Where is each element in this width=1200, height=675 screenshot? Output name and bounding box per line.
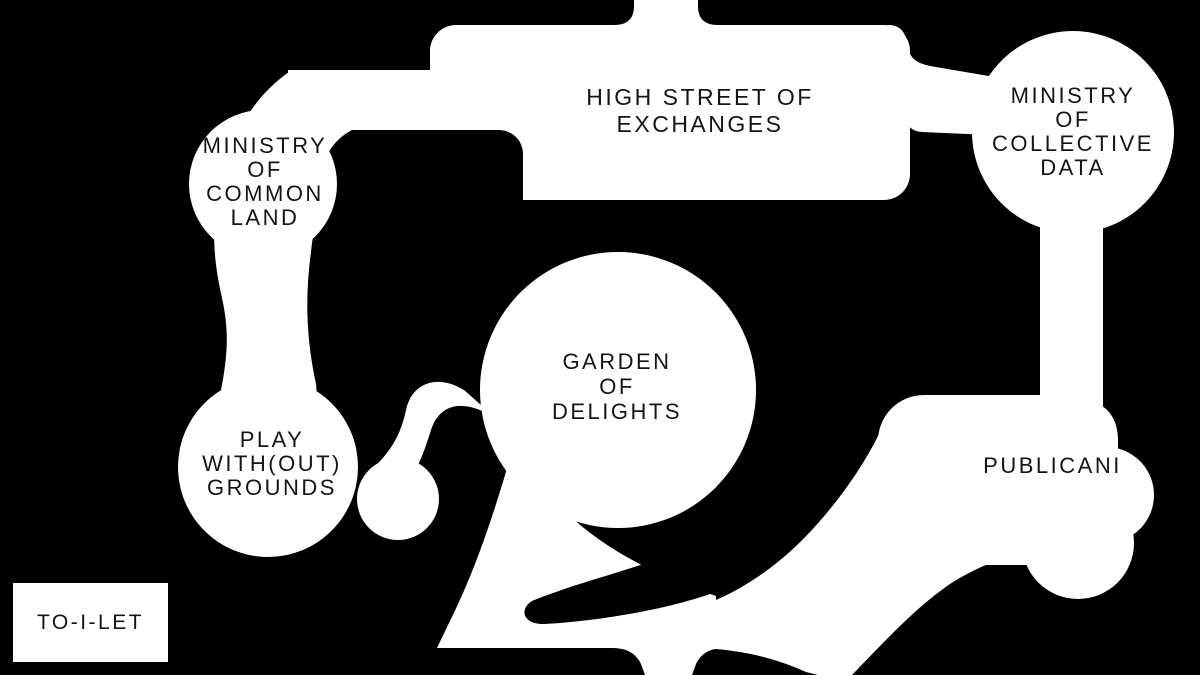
label-line: OF	[599, 374, 635, 399]
label-line: TO-I-LET	[36, 610, 145, 634]
high-street-top-stub-shape	[614, 0, 718, 25]
play-without-grounds-shape	[178, 377, 358, 557]
common-land-stem-shape	[214, 168, 330, 408]
label-line: WITH(OUT)	[202, 451, 342, 476]
label-line: OF	[1055, 107, 1091, 132]
label-line: COLLECTIVE	[992, 131, 1154, 156]
garden-of-delights-shape	[480, 252, 756, 528]
river-channel-cut	[524, 428, 816, 625]
garden-bottom-stub-shape	[612, 648, 725, 675]
to-i-let-area: TO-I-LET	[13, 583, 168, 662]
collective-data-stem-shape	[1040, 140, 1103, 420]
label-line: PUBLICANI	[983, 453, 1122, 478]
play-without-grounds-label: PLAY WITH(OUT) GROUNDS	[158, 428, 386, 500]
ministry-of-common-land-label: MINISTRY OF COMMON LAND	[158, 134, 372, 230]
label-line: EXCHANGES	[616, 111, 784, 137]
label-line: GARDEN	[562, 349, 672, 374]
label-line: LAND	[230, 205, 300, 230]
garden-tail-tip-shape	[357, 458, 439, 540]
label-line: MINISTRY	[202, 133, 328, 158]
ministry-of-collective-data-shape	[972, 31, 1174, 233]
label-line: MINISTRY	[1010, 83, 1136, 108]
high-street-of-exchanges-label: HIGH STREET OF EXCHANGES	[500, 84, 900, 138]
high-street-notch-cut	[343, 130, 523, 242]
label-line: DELIGHTS	[551, 399, 683, 424]
label-line: HIGH STREET OF	[586, 84, 814, 110]
publicani-south-bulge-shape	[1022, 487, 1134, 599]
label-line: DATA	[1040, 155, 1106, 180]
label-line: OF	[247, 157, 283, 182]
to-i-let-label: TO-I-LET	[37, 611, 144, 635]
label-line: COMMON	[206, 181, 324, 206]
ministry-of-collective-data-label: MINISTRY OF COLLECTIVE DATA	[953, 84, 1193, 180]
publicani-label: PUBLICANI	[950, 454, 1155, 478]
garden-of-delights-label: GARDEN OF DELIGHTS	[508, 349, 726, 424]
label-line: PLAY	[239, 427, 305, 452]
label-line: GROUNDS	[207, 475, 337, 500]
high-street-of-exchanges-shape	[430, 25, 910, 200]
